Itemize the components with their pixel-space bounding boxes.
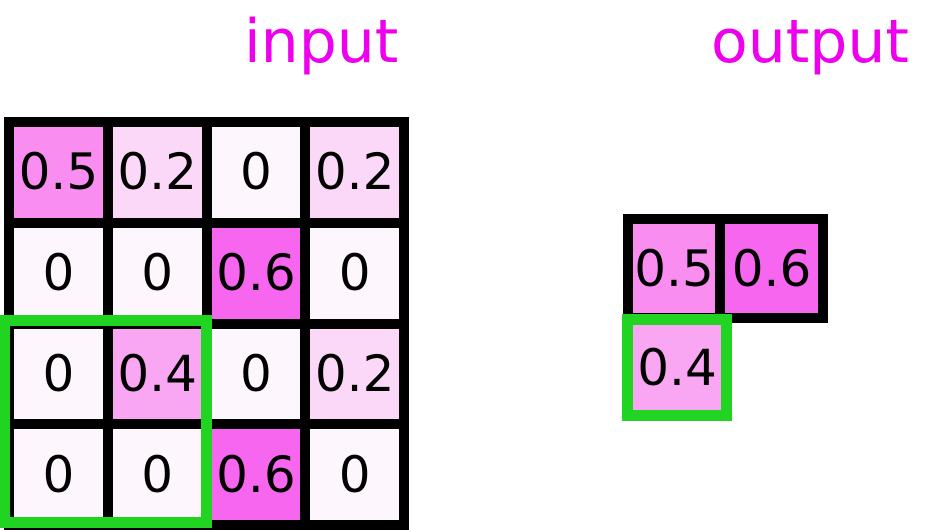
input-cell-r1c3: 0: [310, 227, 399, 319]
input-grid: 0.5 0.2 0 0.2 0 0 0.6 0 0 0.4 0 0.2 0 0 …: [4, 117, 409, 530]
input-cell-r1c1: 0: [112, 227, 202, 319]
input-cell-r3c3: 0: [310, 429, 399, 520]
output-cell-r0c1: 0.6: [715, 214, 828, 323]
input-cell-r0c1: 0.2: [112, 127, 202, 218]
input-cell-r3c1: 0: [112, 429, 202, 520]
input-cell-r1c0: 0: [14, 227, 103, 319]
input-cell-r0c0: 0.5: [14, 127, 103, 218]
input-title: input: [244, 7, 399, 77]
input-cell-r3c0: 0: [14, 429, 103, 520]
input-cell-r2c3: 0.2: [310, 328, 399, 420]
output-title: output: [711, 7, 909, 77]
output-cell-r1c0: 0.4: [622, 314, 732, 421]
input-cell-r2c1: 0.4: [112, 328, 202, 420]
input-cell-r1c2: 0.6: [211, 227, 301, 319]
input-cell-r0c2: 0: [211, 127, 301, 218]
input-cell-r2c2: 0: [211, 328, 301, 420]
input-cell-r2c0: 0: [14, 328, 103, 420]
input-cell-r0c3: 0.2: [310, 127, 399, 218]
pooling-window-highlight: [0, 315, 212, 528]
input-cell-r3c2: 0.6: [211, 429, 301, 520]
output-cell-r0c0: 0.5: [623, 214, 725, 323]
